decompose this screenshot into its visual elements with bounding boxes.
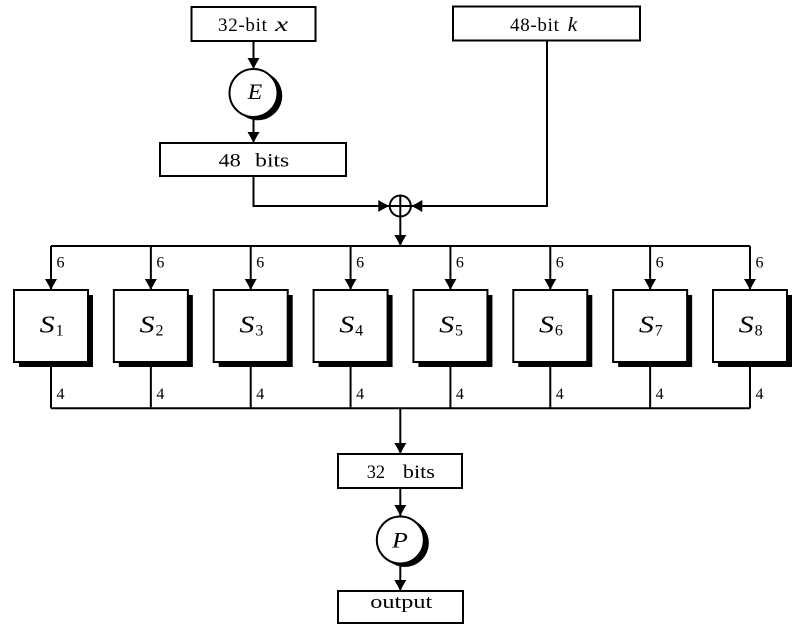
svg-text:32: 32: [367, 462, 385, 483]
svg-text:4: 4: [57, 386, 65, 403]
svg-text:6: 6: [656, 255, 664, 272]
svg-text:1: 1: [56, 323, 64, 340]
svg-text:6: 6: [57, 255, 65, 272]
svg-text:bits: bits: [255, 151, 289, 172]
svg-text:6: 6: [156, 255, 164, 272]
svg-text:output: output: [370, 592, 433, 613]
svg-text:6: 6: [556, 255, 564, 272]
svg-text:x: x: [274, 12, 289, 36]
svg-text:4: 4: [356, 386, 364, 403]
svg-text:3: 3: [255, 323, 263, 340]
svg-text:S: S: [439, 313, 454, 339]
svg-text:bits: bits: [403, 462, 435, 483]
svg-text:4: 4: [656, 386, 664, 403]
svg-text:S: S: [239, 313, 254, 339]
svg-text:S: S: [539, 313, 554, 339]
svg-text:6: 6: [356, 255, 364, 272]
svg-text:S: S: [739, 313, 754, 339]
svg-text:4: 4: [355, 323, 363, 340]
svg-text:6: 6: [555, 323, 563, 340]
svg-text:4: 4: [156, 386, 164, 403]
svg-text:7: 7: [655, 323, 663, 340]
svg-text:5: 5: [455, 323, 463, 340]
svg-text:8: 8: [755, 323, 763, 340]
svg-text:k: k: [568, 14, 579, 36]
svg-text:6: 6: [756, 255, 764, 272]
svg-text:E: E: [247, 79, 263, 104]
svg-text:4: 4: [556, 386, 564, 403]
svg-text:S: S: [339, 313, 354, 339]
svg-text:4: 4: [756, 386, 764, 403]
svg-text:6: 6: [256, 255, 264, 272]
svg-text:P: P: [391, 527, 408, 552]
svg-text:4: 4: [456, 386, 464, 403]
svg-text:6: 6: [456, 255, 464, 272]
svg-text:4: 4: [256, 386, 264, 403]
svg-text:S: S: [639, 313, 654, 339]
svg-text:S: S: [40, 313, 55, 339]
svg-text:2: 2: [155, 323, 163, 340]
svg-text:S: S: [140, 313, 155, 339]
svg-text:48-bit: 48-bit: [510, 15, 560, 36]
svg-text:32-bit: 32-bit: [218, 15, 268, 36]
svg-text:48: 48: [219, 151, 241, 172]
